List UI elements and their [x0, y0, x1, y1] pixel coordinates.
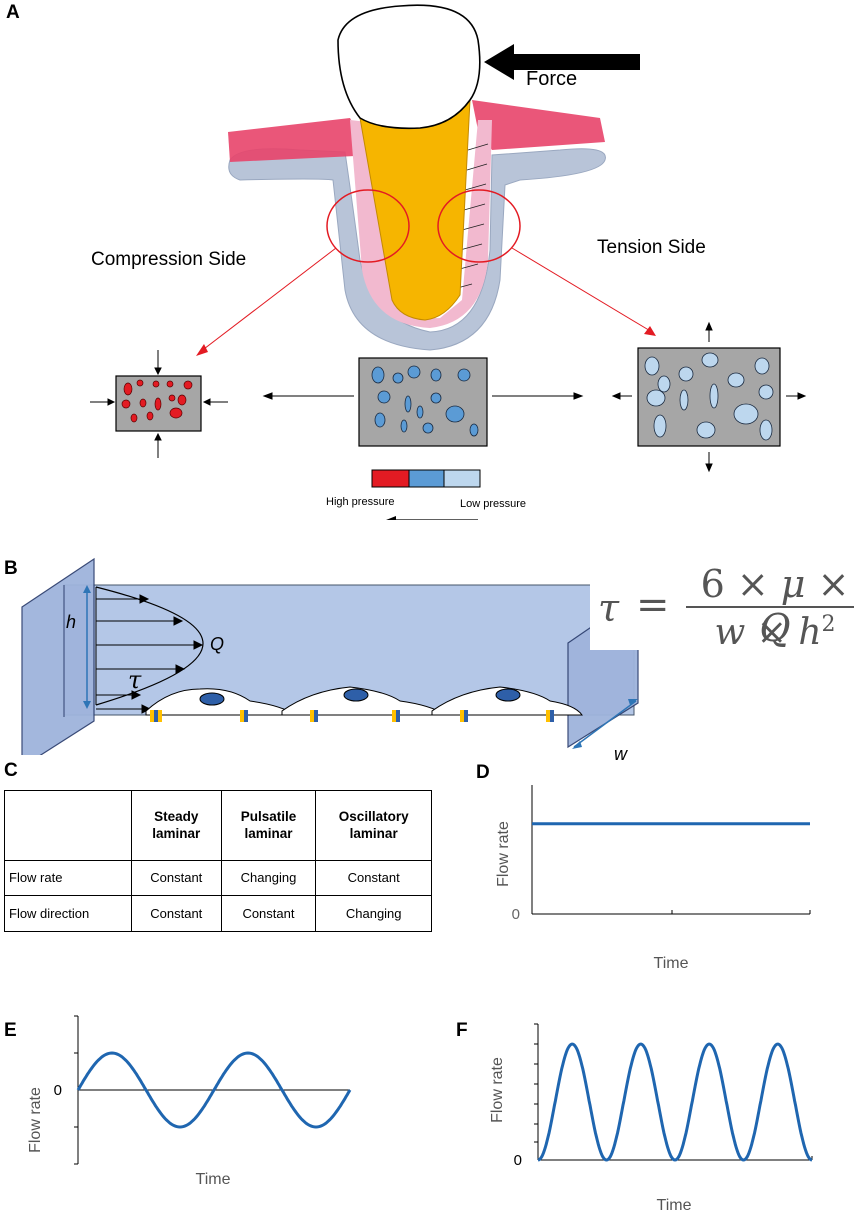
chart-d-ylabel: Flow rate — [495, 821, 512, 887]
velocity-profile — [95, 586, 204, 706]
formula-h: h — [798, 612, 822, 653]
table-header-empty — [4, 790, 132, 861]
formula-numerator: 6 × μ × Q — [690, 562, 860, 650]
formula-lhs: τ — [598, 586, 620, 630]
chamber-left-wall — [21, 557, 95, 755]
chart-d-ytick-0: 0 — [512, 906, 520, 923]
h-label: h — [66, 612, 77, 632]
tooth-diagram — [90, 4, 807, 520]
table-cell: Constant — [220, 895, 317, 932]
expanded-pores — [644, 352, 774, 441]
tension-side-label: Tension Side — [597, 237, 706, 258]
formula-times: × — [745, 612, 799, 653]
chart-f-ylabel: Flow rate — [489, 1057, 506, 1123]
panel-label-e: E — [4, 1020, 17, 1041]
table-row: Flow rate Constant Changing Constant — [4, 859, 432, 897]
table-cell: Constant — [131, 895, 222, 932]
compression-side-label: Compression Side — [91, 249, 247, 270]
pressure-direction-arrow — [386, 516, 396, 520]
shear-stress-formula: τ = 6 × μ × Q w × h2 — [590, 560, 865, 653]
gingiva-left — [228, 118, 362, 162]
table-cell: Flow rate — [4, 859, 132, 897]
table-row: Flow direction Constant Constant Changin… — [4, 895, 432, 932]
pressure-low-swatch — [443, 469, 481, 488]
high-pressure-label: High pressure — [326, 496, 395, 508]
formula-denominator: w × h2 — [690, 612, 860, 653]
formula-q: Q — [759, 606, 791, 650]
low-pressure-label: Low pressure — [460, 498, 527, 510]
chart-d: 0 Time Flow rate — [495, 785, 811, 972]
formula-num-b: × — [805, 562, 850, 606]
endothelial-cells — [145, 686, 583, 716]
formula-equals: = — [636, 582, 670, 628]
gingiva-right — [472, 100, 605, 150]
table-cell: Changing — [315, 895, 432, 932]
tau-label: τ — [128, 666, 142, 694]
chart-f-series-line — [537, 1042, 813, 1162]
tension-region-circle — [437, 189, 521, 263]
formula-mu: μ — [780, 562, 806, 606]
chart-f-ytick-0: 0 — [514, 1152, 522, 1169]
compression-region-circle — [326, 189, 410, 263]
chart-d-xlabel: Time — [654, 955, 689, 972]
compressed-pores — [121, 379, 193, 423]
panel-label-a: A — [6, 2, 20, 23]
neutral-pores — [371, 365, 479, 437]
flow-chamber-diagram — [21, 557, 639, 755]
alveolar-bone — [228, 148, 606, 351]
periodontal-ligament — [350, 120, 492, 328]
compression-pointer-arrow — [196, 344, 208, 356]
velocity-arrows — [96, 594, 204, 714]
chart-e-series-line — [76, 1051, 352, 1129]
formula-fraction-bar — [686, 606, 854, 608]
panel-label-c: C — [4, 760, 18, 781]
table-cell: Changing — [220, 859, 317, 897]
force-arrow — [484, 44, 640, 80]
force-label: Force — [526, 68, 578, 90]
chart-e-xlabel: Time — [196, 1171, 231, 1188]
pressure-high-swatch — [371, 469, 410, 488]
chart-e: 0 Time Flow rate — [27, 1015, 352, 1188]
formula-exponent: 2 — [821, 612, 836, 637]
w-label: w — [614, 744, 627, 764]
chart-f-xlabel: Time — [657, 1197, 692, 1214]
q-label: Q — [210, 634, 225, 654]
table-cell: Flow direction — [4, 895, 132, 932]
panel-label-d: D — [476, 762, 490, 783]
table-cell: Constant — [131, 859, 222, 897]
tooth-crown — [337, 4, 481, 130]
formula-num-a: 6 × — [700, 562, 781, 606]
chart-f: 0 Time Flow rate — [489, 1023, 813, 1214]
pressure-mid-swatch — [408, 469, 445, 488]
table-cell: Constant — [315, 859, 432, 897]
cell-receptors — [150, 710, 554, 722]
chart-e-ylabel: Flow rate — [27, 1087, 44, 1153]
panel-label-b: B — [4, 558, 18, 579]
tension-pointer-arrow — [644, 326, 656, 336]
chart-e-ytick-0: 0 — [54, 1082, 62, 1099]
panel-label-f: F — [456, 1020, 468, 1041]
formula-w: w — [714, 612, 746, 653]
